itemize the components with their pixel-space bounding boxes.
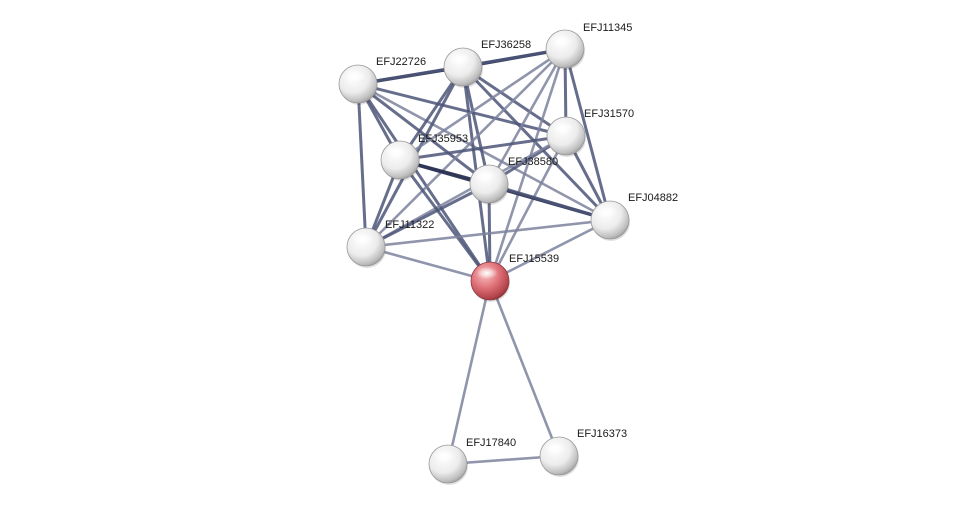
node-highlight [475, 170, 497, 182]
node-highlight [386, 146, 408, 158]
edge-efj04882-efj11322[interactable] [364, 218, 612, 249]
edge-efj11345-efj38580[interactable] [487, 47, 567, 186]
node-label: EFJ15539 [509, 253, 559, 265]
node-highlight [545, 442, 567, 454]
node-efj22726[interactable]: EFJ22726 [338, 56, 426, 105]
edge-efj35953-efj15539[interactable] [398, 158, 492, 283]
edges-layer [356, 47, 612, 466]
node-efj31570[interactable]: EFJ31570 [546, 108, 634, 157]
edge-efj11322-efj15539[interactable] [364, 245, 492, 283]
node-highlight [551, 35, 573, 47]
edge-efj15539-efj17840[interactable] [446, 279, 492, 466]
node-efj35953[interactable]: EFJ35953 [380, 133, 468, 181]
edge-efj31570-efj15539[interactable] [488, 134, 568, 283]
node-efj16373[interactable]: EFJ16373 [539, 428, 627, 477]
node-highlight [476, 267, 498, 279]
edge-efj11345-efj11322[interactable] [364, 47, 567, 249]
node-label: EFJ16373 [577, 428, 627, 440]
node-label: EFJ22726 [376, 56, 426, 68]
node-label: EFJ17840 [466, 437, 516, 449]
node-label: EFJ31570 [584, 108, 634, 120]
node-label: EFJ11322 [385, 219, 434, 231]
edge-efj11345-efj04882[interactable] [563, 47, 612, 222]
edge-efj04882-efj15539[interactable] [488, 218, 612, 283]
edge-efj22726-efj15539[interactable] [356, 82, 492, 283]
node-efj17840[interactable]: EFJ17840 [428, 437, 516, 485]
node-efj15539[interactable]: EFJ15539 [470, 253, 559, 302]
node-efj36258[interactable]: EFJ36258 [443, 39, 531, 88]
node-label: EFJ35953 [418, 133, 468, 145]
edge-efj15539-efj16373[interactable] [488, 279, 561, 458]
nodes-layer: EFJ15539 EFJ22726 EFJ36258 EFJ11345EFJ31570… [338, 22, 678, 485]
node-highlight [434, 450, 456, 462]
edge-efj31570-efj35953[interactable] [398, 134, 568, 162]
node-efj38580[interactable]: EFJ38580 [469, 156, 558, 205]
node-efj04882[interactable]: EFJ04882 [590, 192, 678, 241]
node-label: EFJ36258 [481, 39, 531, 51]
edge-efj22726-efj11322[interactable] [356, 82, 368, 249]
node-efj11322[interactable]: EFJ11322 [346, 219, 434, 268]
edge-efj22726-efj04882[interactable] [356, 82, 612, 222]
node-highlight [552, 122, 574, 134]
node-highlight [352, 233, 374, 245]
edge-efj22726-efj38580[interactable] [356, 82, 491, 186]
node-label: EFJ11345 [583, 22, 632, 34]
edge-efj36258-efj31570[interactable] [461, 65, 568, 138]
node-highlight [449, 53, 471, 65]
node-highlight [344, 70, 366, 82]
edge-efj22726-efj31570[interactable] [356, 82, 568, 138]
edge-efj38580-efj11322[interactable] [364, 182, 491, 249]
edge-efj36258-efj38580[interactable] [461, 65, 491, 186]
edge-efj11345-efj15539[interactable] [488, 47, 567, 283]
node-efj11345[interactable]: EFJ11345 [545, 22, 632, 70]
node-label: EFJ38580 [508, 156, 558, 168]
edge-efj11345-efj35953[interactable] [398, 47, 567, 162]
node-highlight [596, 206, 618, 218]
edge-efj38580-efj04882[interactable] [487, 182, 612, 222]
node-label: EFJ04882 [628, 192, 678, 204]
edge-efj36258-efj04882[interactable] [461, 65, 612, 222]
